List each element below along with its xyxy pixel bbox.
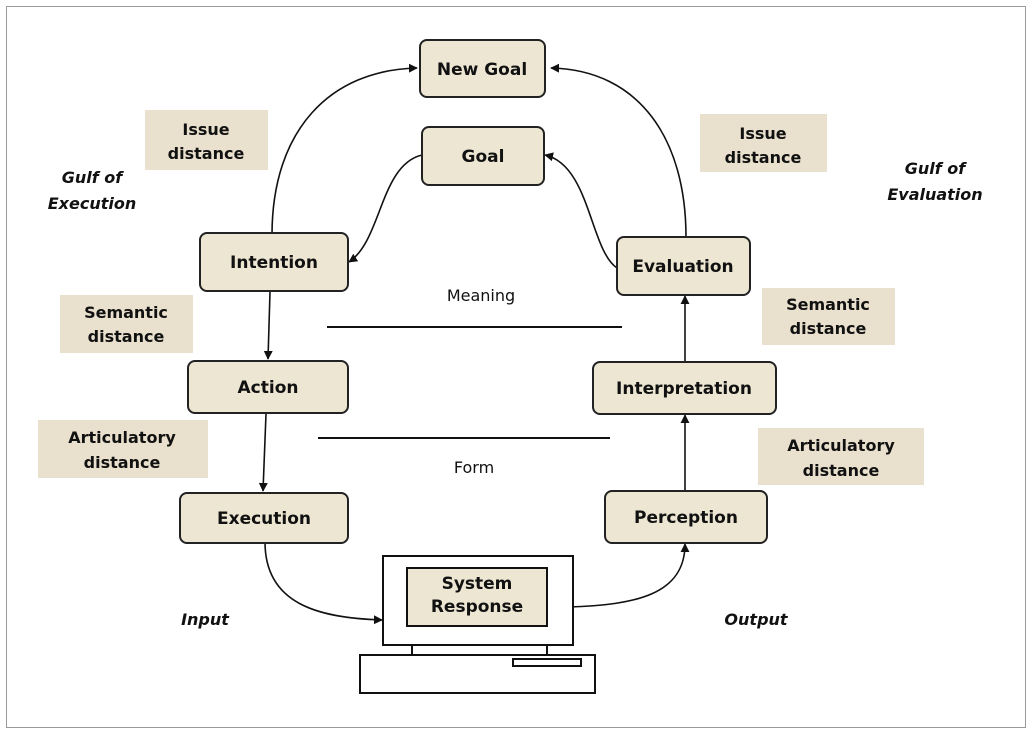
- node-new-goal-label: New Goal: [437, 60, 527, 80]
- articulatory-distance-left: Articulatory distance: [38, 420, 208, 478]
- node-new-goal: New Goal: [419, 39, 546, 98]
- node-goal-label: Goal: [462, 147, 505, 167]
- arrow-intention-to-new-goal: [271, 63, 418, 236]
- node-interpretation-label: Interpretation: [616, 379, 752, 399]
- svg-text:distance: distance: [725, 148, 802, 167]
- output-label: Output: [724, 610, 788, 629]
- issue-distance-left: Issue distance: [145, 110, 268, 170]
- node-evaluation-label: Evaluation: [632, 257, 733, 277]
- arrow-evaluation-to-goal: [544, 152, 618, 269]
- svg-text:Evaluation: Evaluation: [887, 185, 982, 204]
- semantic-distance-right: Semantic distance: [762, 288, 895, 345]
- computer-stand: [411, 644, 548, 656]
- node-intention-label: Intention: [230, 253, 318, 273]
- node-execution: Execution: [179, 492, 349, 544]
- node-intention: Intention: [199, 232, 349, 292]
- svg-text:Gulf of: Gulf of: [905, 159, 968, 178]
- node-action: Action: [187, 360, 349, 414]
- svg-text:Semantic: Semantic: [786, 295, 870, 314]
- svg-text:Gulf of: Gulf of: [62, 168, 125, 187]
- input-label: Input: [181, 610, 230, 629]
- svg-text:Issue: Issue: [182, 120, 229, 139]
- node-goal: Goal: [421, 126, 545, 186]
- gulf-of-execution-label: Gulf of Execution: [48, 168, 137, 213]
- computer-screen: [406, 567, 548, 627]
- semantic-distance-left: Semantic distance: [60, 295, 193, 353]
- system-response-line2: Response: [431, 597, 523, 617]
- gulf-of-evaluation-label: Gulf of Evaluation: [887, 159, 982, 204]
- svg-text:distance: distance: [168, 144, 245, 163]
- node-interpretation: Interpretation: [592, 361, 777, 415]
- svg-text:distance: distance: [88, 327, 165, 346]
- arrow-intention-to-action: [263, 291, 273, 360]
- svg-text:distance: distance: [84, 453, 161, 472]
- node-action-label: Action: [238, 378, 299, 398]
- arrow-action-to-execution: [258, 413, 268, 492]
- meaning-label: Meaning: [447, 286, 515, 305]
- system-response-line1: System: [442, 574, 513, 594]
- node-execution-label: Execution: [217, 509, 311, 529]
- issue-distance-right: Issue distance: [700, 114, 827, 172]
- node-perception: Perception: [604, 490, 768, 544]
- svg-text:Articulatory: Articulatory: [787, 436, 895, 455]
- svg-text:Articulatory: Articulatory: [68, 428, 176, 447]
- computer-system: System Response: [359, 555, 596, 694]
- articulatory-distance-right: Articulatory distance: [758, 428, 924, 485]
- svg-text:distance: distance: [790, 319, 867, 338]
- svg-text:distance: distance: [803, 461, 880, 480]
- arrow-system-to-perception: [567, 543, 690, 608]
- arrow-goal-to-intention: [348, 154, 423, 263]
- svg-text:Semantic: Semantic: [84, 303, 168, 322]
- form-label: Form: [454, 458, 494, 477]
- node-perception-label: Perception: [634, 508, 738, 528]
- arrow-execution-to-system: [264, 541, 383, 625]
- svg-text:Execution: Execution: [48, 194, 137, 213]
- arrow-evaluation-to-new-goal: [550, 63, 687, 238]
- computer-drive-slot: [512, 658, 582, 667]
- node-evaluation: Evaluation: [616, 236, 751, 296]
- svg-text:Issue: Issue: [739, 124, 786, 143]
